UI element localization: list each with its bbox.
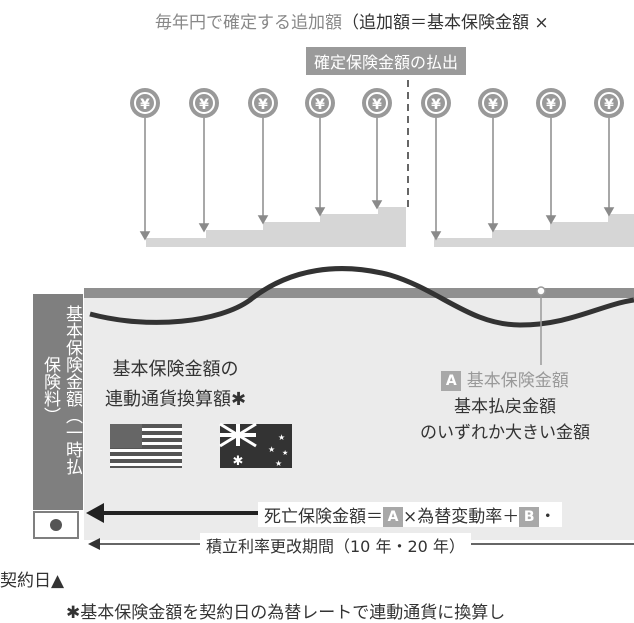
linked-line-1: 基本保険金額の [112,359,239,380]
svg-text:¥: ¥ [546,97,556,113]
death-arrow-head [86,503,104,523]
us-flag-icon [110,424,182,468]
a-line-2: 基本払戻金額 [454,397,556,417]
a-connector-dot [536,286,546,296]
svg-text:¥: ¥ [604,97,614,113]
yen-coin-icon: ¥ [305,88,335,118]
badge-a-formula: A [383,507,403,527]
footnote-mark: ✱ [66,603,81,623]
fx-wave [89,266,634,328]
a-line-1: 基本保険金額 [466,371,569,391]
period-arrow-head [88,538,100,550]
death-benefit-formula: 死亡保険金額＝A×為替変動率＋B・ [258,502,563,527]
yen-coins: ¥ ¥ ¥ ¥ ¥ ¥ ¥ ¥ ¥ [130,88,624,118]
yen-coin-icon: ¥ [248,88,278,118]
svg-text:¥: ¥ [431,97,441,113]
wave-upper-fill [84,258,634,294]
svg-text:¥: ¥ [372,97,382,113]
linked-line-2: 連動通貨換算額 [105,389,231,410]
annual-addition-label: 毎年円で確定する追加額 [155,13,342,33]
yen-coin-icon: ¥ [189,88,219,118]
badge-a: A [441,371,462,391]
accumulation-steps-left [146,207,406,247]
svg-text:★: ★ [268,445,275,454]
japan-flag-icon [33,511,79,539]
yen-coin-icon: ¥ [594,88,624,118]
yen-coin-icon: ¥ [362,88,392,118]
badge-b-formula: B [519,507,540,527]
svg-text:¥: ¥ [315,97,325,113]
a-line-3: のいずれか大きい金額 [420,423,590,443]
single-premium-bar: 基本保険金額（一時払保険料） [33,294,83,510]
footnote-text: 基本保険金額を契約日の為替レートで連動通貨に換算し [80,603,506,623]
accumulation-steps-right [434,214,634,247]
rate-renewal-period: 積立利率更改期間（10 年・20 年） [200,533,471,557]
svg-text:¥: ¥ [258,97,268,113]
svg-text:¥: ¥ [488,97,498,113]
header-title: 毎年円で確定する追加額（追加額＝基本保険金額 × [155,8,549,33]
a-definition: A 基本保険金額 基本払戻金額 のいずれか大きい金額 [385,368,625,446]
single-premium-label: 基本保険金額（一時払保険料） [40,305,82,475]
svg-text:¥: ¥ [140,97,150,113]
linked-currency-label: 基本保険金額の 連動通貨換算額✱ [105,355,246,415]
contract-date-label: 契約日▲ [0,571,65,591]
footnote: ✱基本保険金額を契約日の為替レートで連動通貨に換算し [66,598,505,623]
asterisk-mark: ✱ [231,389,247,410]
svg-text:★: ★ [278,433,285,442]
death-middle: ×為替変動率＋ [403,507,520,527]
svg-text:✱: ✱ [233,454,244,469]
basic-amount-band [84,288,634,298]
svg-text:★: ★ [275,459,282,468]
payout-label: 確定保険金額の払出 [306,47,467,75]
yen-coin-icon: ¥ [478,88,508,118]
yen-coin-icon: ¥ [536,88,566,118]
death-suffix: ・ [539,507,557,527]
svg-text:★: ★ [282,449,288,457]
australia-flag-icon: ✱ ★ ★ ★ ★ [219,422,292,469]
yen-coin-icon: ¥ [130,88,160,118]
policy-value-area [84,290,634,540]
yen-coin-icon: ¥ [421,88,451,118]
svg-text:¥: ¥ [199,97,209,113]
coin-arrows [139,118,615,241]
death-prefix: 死亡保険金額＝ [264,507,383,527]
addition-formula-label: （追加額＝基本保険金額 × [342,13,549,33]
